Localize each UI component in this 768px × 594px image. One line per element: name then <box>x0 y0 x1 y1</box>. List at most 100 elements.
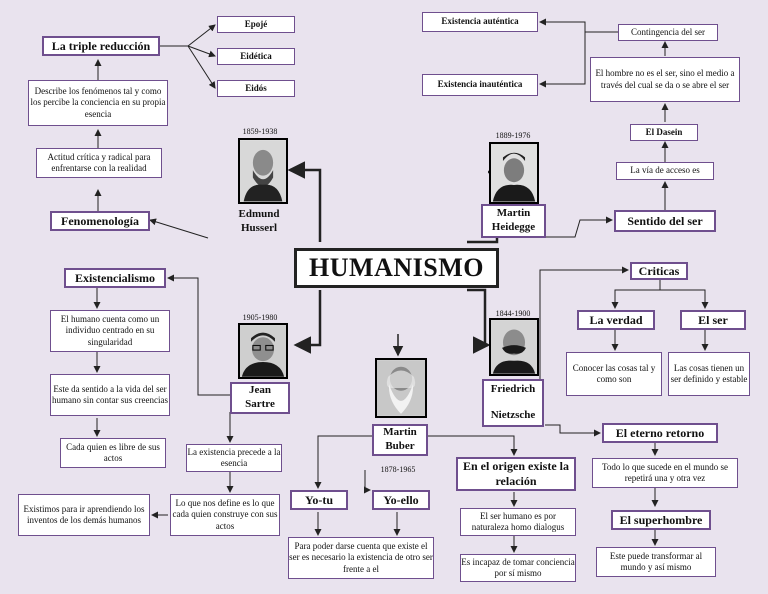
nietzsche-years: 1844-1900 <box>495 309 531 318</box>
yo-ello-label: Yo-ello <box>383 492 419 507</box>
existencia-precede-text: La existencia precede a la esencia <box>187 446 281 468</box>
todo-sucede-box: Todo lo que sucede en el mundo se repeti… <box>592 458 738 488</box>
superhombre-box: El superhombre <box>611 510 711 530</box>
existencia-autentica-label: Existencia auténtica <box>441 16 519 27</box>
epoje-box: Epojé <box>217 16 295 33</box>
via-acceso-text: La vía de acceso es <box>630 165 700 176</box>
sentido-del-ser-label: Sentido del ser <box>627 213 703 228</box>
contingencia-box: Contingencia del ser <box>618 24 718 41</box>
humano-singularidad-text: El humano cuenta como un individuo centr… <box>60 314 160 347</box>
existimos-box: Existimos para ir aprendiendo los invent… <box>18 494 150 536</box>
da-sentido-text: Este da sentido a la vida del ser humano… <box>52 383 168 405</box>
triple-reduccion-box: La triple reducción <box>42 36 160 56</box>
criticas-box: Criticas <box>630 262 688 280</box>
conocer-box: Conocer las cosas tal y como son <box>566 352 662 396</box>
epoje-label: Epojé <box>244 18 268 29</box>
heidegger-portrait <box>489 142 539 204</box>
hombre-medio-text: El hombre no es el ser, sino el medio a … <box>595 68 735 90</box>
eidetica-label: Eidética <box>240 50 272 61</box>
cosas-tienen-box: Las cosas tienen un ser definido y estab… <box>668 352 750 396</box>
husserl-first-name: Edmund <box>238 208 280 220</box>
origen-relacion-box: En el origen existe la relación <box>456 457 576 491</box>
actitud-box: Actitud crítica y radical para enfrentar… <box>36 148 162 178</box>
nietzsche-portrait <box>489 318 539 376</box>
describe-box: Describe los fenómenos tal y como los pe… <box>28 80 168 126</box>
sartre-portrait <box>238 323 288 379</box>
existencia-autentica-box: Existencia auténtica <box>422 12 538 32</box>
hombre-medio-box: El hombre no es el ser, sino el medio a … <box>590 57 740 102</box>
eterno-retorno-box: El eterno retorno <box>602 423 718 443</box>
heidegger-first-name: Martin <box>496 207 531 220</box>
criticas-label: Criticas <box>638 263 680 278</box>
husserl-name: Edmund Husserl <box>228 207 290 236</box>
dasein-box: El Dasein <box>630 124 698 141</box>
fenomenologia-box: Fenomenología <box>50 211 150 231</box>
el-ser-box: El ser <box>680 310 746 330</box>
husserl-portrait <box>238 138 288 204</box>
via-acceso-box: La vía de acceso es <box>616 162 714 180</box>
para-darse-cuenta-text: Para poder darse cuenta que existe el se… <box>289 541 433 574</box>
homo-dialogus-text: El ser humano es por naturaleza homo dia… <box>471 510 565 532</box>
yo-ello-box: Yo-ello <box>372 490 430 510</box>
cosas-tienen-text: Las cosas tienen un ser definido y estab… <box>670 362 748 384</box>
buber-last-name: Buber <box>385 440 415 452</box>
homo-dialogus-box: El ser humano es por naturaleza homo dia… <box>460 508 576 536</box>
yo-tu-label: Yo-tu <box>304 492 333 507</box>
origen-relacion-label: En el origen existe la relación <box>463 459 569 488</box>
libre-actos-text: Cada quien es libre de sus actos <box>66 441 160 463</box>
superhombre-label: El superhombre <box>619 512 703 527</box>
el-ser-label: El ser <box>698 312 728 327</box>
transformar-box: Este puede transformar al mundo y así mi… <box>596 547 716 577</box>
incapaz-box: Es incapaz de tomar conciencia por sí mi… <box>460 554 576 582</box>
triple-reduccion-label: La triple reducción <box>51 38 151 53</box>
buber-portrait <box>375 358 427 418</box>
sentido-del-ser-box: Sentido del ser <box>614 210 716 232</box>
existencia-inautentica-label: Existencia inauténtica <box>437 79 523 90</box>
nietzsche-first-name: Friedrich <box>490 383 536 395</box>
central-title-box: HUMANISMO <box>294 248 499 288</box>
eterno-retorno-label: El eterno retorno <box>615 425 705 440</box>
existencia-precede-box: La existencia precede a la esencia <box>186 444 282 472</box>
sartre-last-name: Sartre <box>245 398 275 410</box>
la-verdad-label: La verdad <box>589 312 643 327</box>
transformar-text: Este puede transformar al mundo y así mi… <box>609 550 703 572</box>
humano-singularidad-box: El humano cuenta como un individuo centr… <box>50 310 170 352</box>
existencia-inautentica-box: Existencia inauténtica <box>422 74 538 96</box>
nos-define-text: Lo que nos define es lo que cada quien c… <box>172 498 278 531</box>
sartre-first-name: Jean <box>248 384 271 397</box>
la-verdad-box: La verdad <box>577 310 655 330</box>
da-sentido-box: Este da sentido a la vida del ser humano… <box>50 374 170 416</box>
eidos-box: Eidós <box>217 80 295 97</box>
incapaz-text: Es incapaz de tomar conciencia por sí mi… <box>461 556 575 578</box>
husserl-last-name: Husserl <box>240 222 278 235</box>
heidegger-years: 1889-1976 <box>495 131 531 140</box>
yo-tu-box: Yo-tu <box>290 490 348 510</box>
central-title: HUMANISMO <box>309 252 484 282</box>
actitud-text: Actitud crítica y radical para enfrentar… <box>47 151 151 173</box>
husserl-years: 1859-1938 <box>242 127 278 136</box>
heidegger-last-name: Heidegge <box>491 221 536 233</box>
eidos-label: Eidós <box>245 82 267 93</box>
existimos-text: Existimos para ir aprendiendo los invent… <box>23 503 145 525</box>
libre-actos-box: Cada quien es libre de sus actos <box>60 438 166 468</box>
para-darse-cuenta-box: Para poder darse cuenta que existe el se… <box>288 537 434 579</box>
conocer-text: Conocer las cosas tal y como son <box>572 362 656 384</box>
fenomenologia-label: Fenomenología <box>61 213 139 228</box>
buber-years: 1878-1965 <box>380 465 416 474</box>
todo-sucede-text: Todo lo que sucede en el mundo se repeti… <box>601 461 729 483</box>
nos-define-box: Lo que nos define es lo que cada quien c… <box>170 494 280 536</box>
contingencia-text: Contingencia del ser <box>631 26 705 37</box>
eidetica-box: Eidética <box>217 48 295 65</box>
buber-first-name: Martin <box>383 426 417 439</box>
nietzsche-last-name: Nietzsche <box>490 409 536 422</box>
describe-text: Describe los fenómenos tal y como los pe… <box>30 86 166 119</box>
existencialismo-box: Existencialismo <box>64 268 166 288</box>
dasein-label: El Dasein <box>645 126 683 137</box>
existencialismo-label: Existencialismo <box>75 270 155 285</box>
sartre-years: 1905-1980 <box>242 313 278 322</box>
